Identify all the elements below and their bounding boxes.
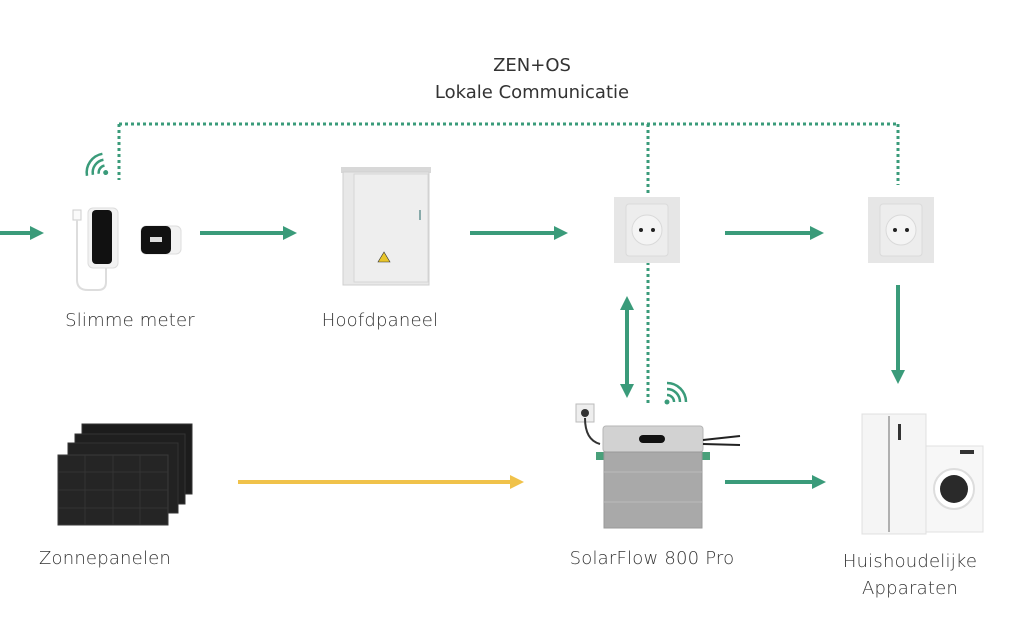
solar-panels-label: Zonnepanelen	[38, 548, 172, 569]
solarflow-label: SolarFlow 800 Pro	[569, 548, 735, 569]
electrical-cabinet-icon	[341, 167, 431, 286]
wall-socket-icon	[868, 197, 934, 263]
smart-meter-label: Slimme meter	[65, 310, 195, 331]
title-line-1: ZEN+OS	[493, 55, 571, 76]
power-flow	[0, 226, 905, 489]
solar-panel-stack-icon	[57, 423, 193, 526]
appliances-label-line-1: Huishoudelijke	[842, 551, 978, 572]
solarflow-device-icon	[575, 403, 741, 529]
appliances-label: Huishoudelijke Apparaten	[835, 548, 985, 602]
title-line-2: Lokale Communicatie	[434, 82, 630, 103]
appliances-label-line-2: Apparaten	[862, 578, 958, 599]
wall-socket-icon	[614, 197, 680, 263]
main-panel-label: Hoofdpaneel	[321, 310, 439, 331]
diagram-title: ZEN+OS Lokale Communicatie	[362, 52, 702, 106]
communication-network	[117, 122, 900, 405]
smart-meter-icon	[72, 207, 182, 291]
wifi-icon	[85, 152, 109, 177]
fridge-and-washer-icon	[861, 413, 984, 535]
wifi-icon	[664, 381, 688, 405]
